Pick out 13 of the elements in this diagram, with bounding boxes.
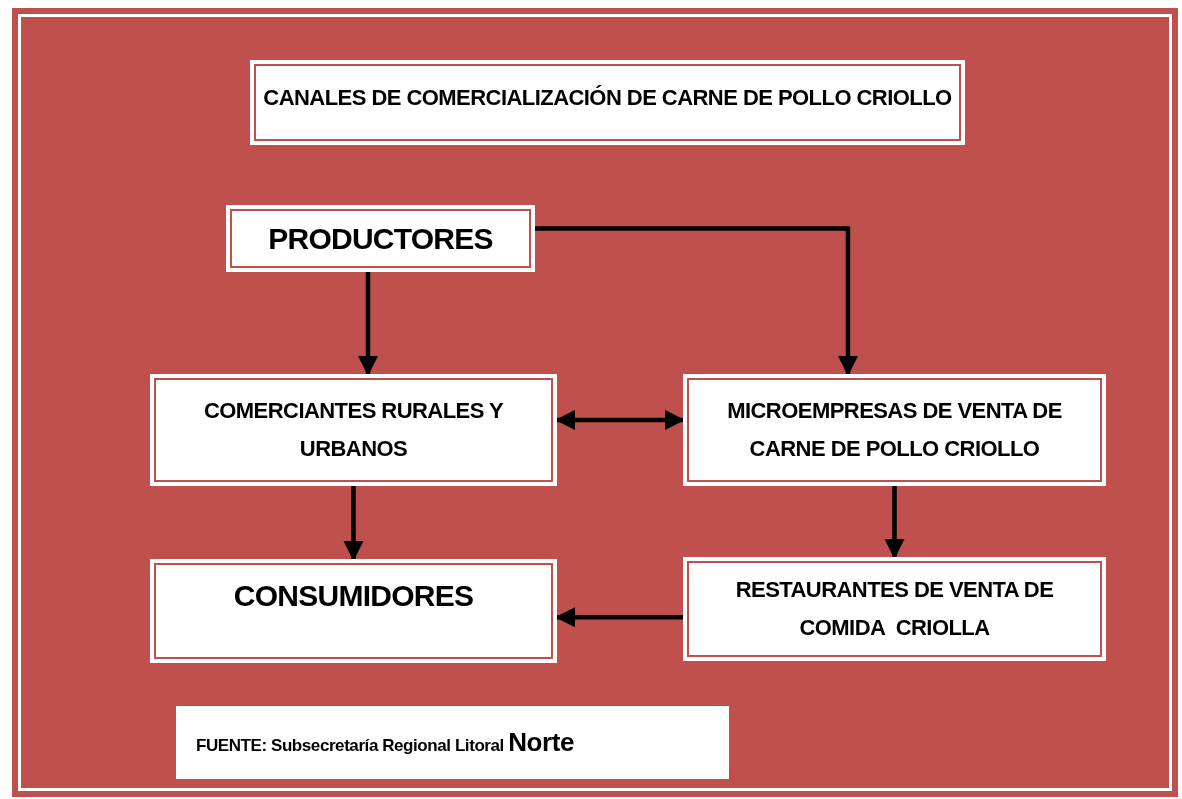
box-label: CONSUMIDORES: [233, 578, 474, 614]
process-box: [683, 374, 1106, 486]
box-label: MICROEMPRESAS DE VENTA DE CARNE DE POLLO CRIOLLO: [726, 397, 1063, 463]
box-label: COMERCIANTES RURALES Y URBANOS: [202, 397, 505, 463]
source-note: FUENTE: Subsecretaría Regional Litoral Norte: [196, 726, 574, 759]
title: CANALES DE COMERCIALIZACIÓN DE CARNE DE POLLO CRIOLLO: [263, 84, 952, 112]
box-label: RESTAURANTES DE VENTA DE COMIDA CRIOLLA: [734, 576, 1055, 642]
process-box: [150, 559, 557, 663]
box-label: PRODUCTORES: [268, 220, 493, 257]
arrow: [555, 607, 683, 628]
process-box: [226, 205, 535, 272]
process-box: [683, 557, 1106, 661]
process-box: [150, 374, 557, 486]
